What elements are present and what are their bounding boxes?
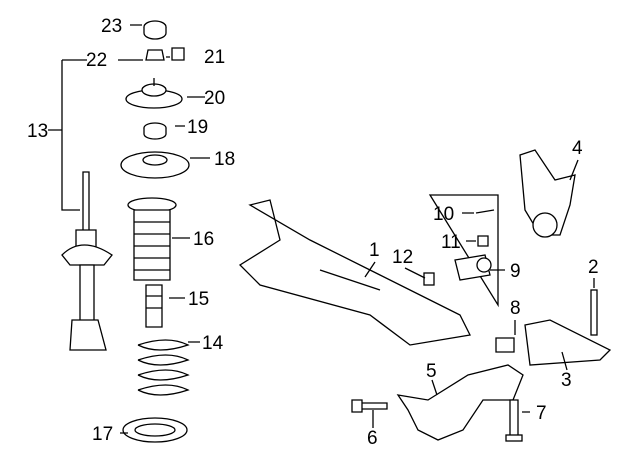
bolt-7 [505,399,523,442]
spring-insulator [122,417,188,443]
bracket-3 [524,319,612,366]
callout-18: 18 [214,149,235,170]
callout-3: 3 [561,370,572,391]
callout-7: 7 [536,403,547,424]
callout-20: 20 [204,88,225,109]
callout-19: 19 [187,117,208,138]
callout-10: 10 [433,204,454,225]
callout-12: 12 [392,247,413,268]
callout-2: 2 [588,257,599,278]
dust-boot [127,197,177,281]
callout-8: 8 [510,298,521,319]
coil-spring [137,339,190,396]
callout-15: 15 [188,289,209,310]
callout-9: 9 [510,261,521,282]
bearing [143,122,167,140]
bumper-nut [145,49,165,61]
callout-5: 5 [426,361,437,382]
callout-1: 1 [369,240,380,261]
callout-21: 21 [204,47,225,68]
callout-16: 16 [193,229,214,250]
stud-2 [590,289,598,336]
bolt-12 [423,272,435,286]
bolt-6 [351,399,388,413]
callout-14: 14 [202,333,224,354]
callout-11: 11 [441,232,461,253]
mount-cap [143,20,167,40]
callout-13: 13 [27,121,48,142]
callout-6: 6 [367,428,378,449]
nut-11 [477,235,489,247]
ball-joint [454,254,492,281]
cotter-pin [475,209,495,214]
crossmember [238,199,471,346]
strut-mount [125,78,183,109]
callout-17: 17 [92,424,113,445]
lower-control-arm [396,364,524,441]
spring-seat [120,151,190,179]
leader-lines [48,24,595,434]
kit-box [428,194,499,308]
bushing [171,47,185,61]
bump-stop [145,284,163,328]
callout-23: 23 [101,16,122,37]
callout-22: 22 [86,50,107,71]
steering-knuckle [519,149,576,238]
callout-4: 4 [572,138,583,159]
strut-assembly [61,171,113,351]
nut-8 [495,337,515,353]
